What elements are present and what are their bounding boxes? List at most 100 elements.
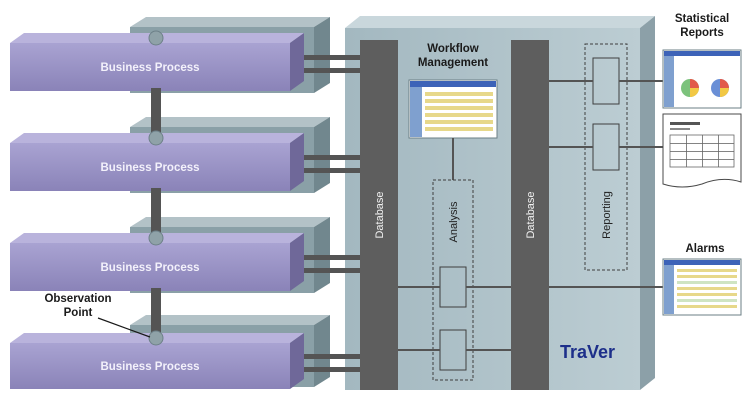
- workflow-screen-row: [425, 99, 493, 103]
- statistical-report-screenshot: [662, 49, 742, 109]
- connector: [304, 268, 360, 273]
- process-backplate-top: [130, 117, 330, 127]
- reporting-line: [549, 80, 593, 82]
- reporting-line: [549, 146, 593, 148]
- alarms-screen-row: [677, 281, 737, 284]
- observation-point-marker: [148, 230, 164, 246]
- workflow-screen-row: [425, 120, 493, 124]
- workflow-screen-row: [425, 106, 493, 110]
- analysis-label: Analysis: [448, 201, 460, 242]
- alarms-screen-row: [677, 299, 737, 302]
- workflow-screen-sidebar: [410, 87, 422, 137]
- chain-link: [151, 88, 161, 138]
- pie-chart-slice: [690, 79, 699, 88]
- chain-link: [151, 188, 161, 238]
- process-chain-links: [151, 88, 161, 338]
- document-heading: [670, 122, 700, 125]
- pie-chart-slice: [720, 88, 729, 97]
- observation-point-marker: [148, 330, 164, 346]
- process-box-side: [290, 333, 304, 389]
- connector: [304, 255, 360, 260]
- observation-point-marker: [148, 130, 164, 146]
- report-screen-titlebar: [664, 51, 740, 56]
- analysis-lines: [398, 286, 511, 351]
- connector: [304, 155, 360, 160]
- alarms-screenshot: [662, 258, 742, 316]
- process-box-side: [290, 33, 304, 91]
- business-process-box: [10, 143, 290, 191]
- reporting-line: [619, 146, 663, 148]
- process-box-side: [290, 133, 304, 191]
- process-row-2: Business Process: [10, 117, 330, 193]
- process-backplate-top: [130, 17, 330, 27]
- business-process-label: Business Process: [100, 162, 199, 174]
- workflow-screen-row: [425, 113, 493, 117]
- analysis-box: [432, 179, 474, 381]
- alarms-label: Alarms: [686, 243, 725, 255]
- connector: [304, 168, 360, 173]
- reporting-label: Reporting: [601, 191, 613, 239]
- statistical-reports-line1: Statistical: [675, 13, 729, 25]
- process-connectors: [304, 55, 360, 372]
- analysis-line: [398, 349, 440, 351]
- observation-point-marker: [148, 30, 164, 46]
- database-bar-right: [511, 40, 549, 390]
- alarms-screen-row: [677, 275, 737, 278]
- connector: [304, 354, 360, 359]
- analysis-line: [466, 286, 511, 288]
- alarms-screen-row: [677, 293, 737, 296]
- process-row-3: Business Process: [10, 217, 330, 293]
- workflow-screen-titlebar: [410, 81, 496, 87]
- panel-side-face: [640, 16, 655, 390]
- statistical-reports-line2: Reports: [680, 27, 723, 39]
- panel-top-face: [345, 16, 655, 28]
- process-backplate-side: [314, 315, 330, 387]
- business-process-label: Business Process: [100, 361, 199, 373]
- workflow-title-line2: Management: [418, 57, 488, 69]
- connector: [304, 55, 360, 60]
- analysis-line: [466, 349, 511, 351]
- workflow-screenshot: [408, 79, 498, 139]
- observation-knobs: [148, 30, 164, 346]
- alarms-screen-row: [677, 287, 737, 290]
- business-process-box: [10, 343, 290, 389]
- observation-point-line1: Observation: [44, 293, 111, 305]
- process-row-1: Business Process: [10, 17, 330, 93]
- report-screen-frame: [662, 49, 742, 109]
- report-screen-sidebar: [664, 56, 674, 107]
- document-table-rule: [718, 135, 719, 167]
- business-process-box: [10, 43, 290, 91]
- document-table-rule: [686, 135, 687, 167]
- observation-point-line2: Point: [64, 307, 93, 319]
- business-process-label: Business Process: [100, 62, 199, 74]
- alarms-screen-row: [677, 305, 737, 308]
- workflow-connector: [452, 138, 454, 180]
- traver-brand: TraVer: [560, 342, 615, 362]
- workflow-screen-row: [425, 92, 493, 96]
- pie-chart-slice: [720, 79, 729, 88]
- workflow-title-line1: Workflow: [427, 43, 479, 55]
- process-backplate-top: [130, 217, 330, 227]
- process-box-side: [290, 233, 304, 291]
- alarms-screen-titlebar: [664, 260, 740, 265]
- reporting-line: [619, 80, 663, 82]
- reporting-box: [584, 43, 628, 271]
- process-backplate-top: [130, 315, 330, 325]
- chain-link: [151, 288, 161, 338]
- database-right-label: Database: [525, 191, 537, 238]
- document-table-rule: [702, 135, 703, 167]
- workflow-screen-row: [425, 127, 493, 131]
- alarms-screen-row: [677, 269, 737, 272]
- business-process-label: Business Process: [100, 262, 199, 274]
- reporting-lines: [549, 80, 663, 288]
- process-row-4: Business Process: [10, 315, 330, 389]
- printed-report-document: [662, 113, 742, 188]
- observation-point-pointer: [97, 317, 151, 338]
- connector: [304, 68, 360, 73]
- database-left-label: Database: [374, 191, 386, 238]
- database-bar-left: [360, 40, 398, 390]
- alarm-line: [549, 286, 663, 288]
- connector: [304, 367, 360, 372]
- analysis-line: [398, 286, 440, 288]
